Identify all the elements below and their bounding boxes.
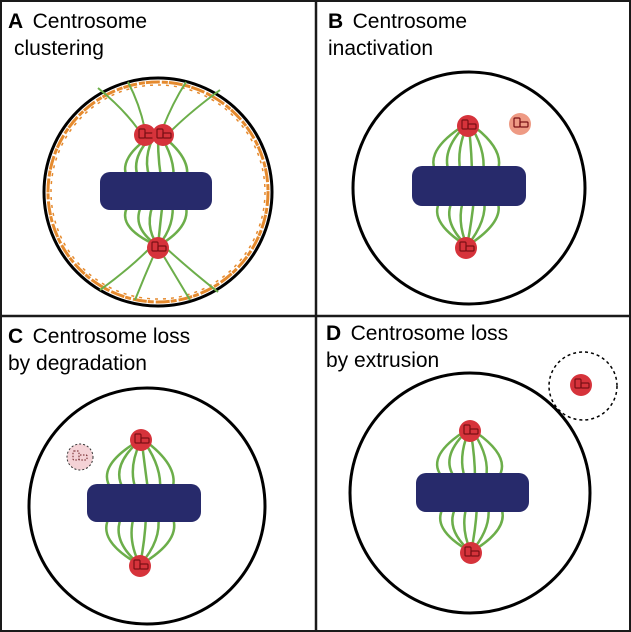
panel-b: B Centrosome inactivation <box>328 10 587 306</box>
panel-a: A Centrosome clustering <box>8 10 274 308</box>
panel-a-title: Centrosome <box>33 10 147 33</box>
panel-c-title-line2: by degradation <box>8 352 147 375</box>
panel-b-title: Centrosome <box>353 10 467 33</box>
cell-outline-a <box>42 76 274 308</box>
cell-outline-c <box>27 386 267 626</box>
panel-b-letter: B <box>328 10 343 33</box>
actin-cortex <box>46 80 270 304</box>
cell-outline-b <box>351 70 587 306</box>
panel-d-letter: D <box>326 322 341 345</box>
metaphase-plate-d <box>416 473 529 512</box>
panel-d-title: Centrosome loss <box>351 322 509 345</box>
metaphase-plate-b <box>412 166 526 206</box>
actin-cortex-inner <box>50 84 266 300</box>
panel-c-letter: C <box>8 325 23 348</box>
panel-d-title-line2: by extrusion <box>326 349 439 372</box>
degraded-centrosome <box>66 443 94 471</box>
extruded-centrosome <box>548 351 618 421</box>
panel-b-title-line2: inactivation <box>328 37 433 60</box>
cell-outline-d <box>348 371 592 615</box>
panel-d: D Centrosome loss by extrusion <box>326 322 618 615</box>
panel-c-title-line1: C Centrosome loss <box>8 325 190 348</box>
panel-a-title-line1: A Centrosome <box>8 10 147 33</box>
panel-a-title-line2: clustering <box>14 37 104 60</box>
centrosome-cluster <box>134 124 174 146</box>
panel-c: C Centrosome loss by degradation <box>8 325 267 626</box>
panel-c-title: Centrosome loss <box>33 325 191 348</box>
metaphase-plate-c <box>87 484 201 522</box>
panel-a-letter: A <box>8 10 23 33</box>
panel-d-title-line1: D Centrosome loss <box>326 322 508 345</box>
panel-b-title-line1: B Centrosome <box>328 10 467 33</box>
metaphase-plate-a <box>100 172 212 210</box>
